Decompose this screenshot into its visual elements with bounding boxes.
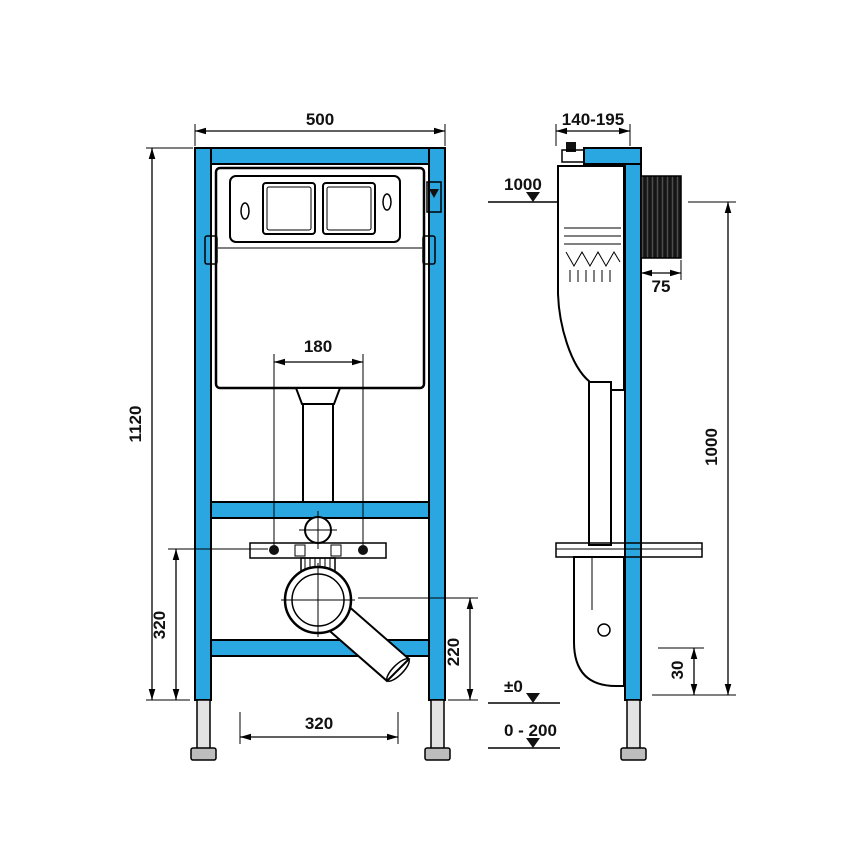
side-view: 140-195 1000 75 1000 30 (488, 110, 736, 761)
support-arm (555, 542, 703, 558)
dim-flush-pipe-spacing-label: 180 (304, 337, 332, 356)
dim-button-height: 1000 (488, 175, 558, 203)
adjustment-range-label: 0 - 200 (504, 721, 557, 740)
flush-pipe-collar (294, 387, 342, 405)
drain-elbow (573, 556, 625, 687)
adjustment-triangle-icon (526, 738, 540, 748)
dim-lower-section-height-label: 320 (150, 611, 169, 639)
right-foot (424, 747, 451, 761)
dim-depth-range: 140-195 (555, 110, 631, 146)
level-triangle-icon (526, 192, 540, 202)
dim-fixing-width-label: 320 (305, 714, 333, 733)
dim-overall-height-label: 1120 (126, 406, 145, 443)
side-clip-left (204, 235, 218, 265)
flush-pipe-side (588, 381, 612, 546)
floor-level-marker: ±0 (488, 677, 560, 704)
cistern-side-profile (557, 165, 625, 391)
side-leg (626, 699, 641, 751)
rail-tag (426, 181, 442, 213)
side-rail (624, 147, 642, 701)
side-clip-right (422, 235, 436, 265)
fixing-bolt-right (358, 545, 368, 555)
floor-level-label: ±0 (504, 677, 523, 696)
dim-frame-height-label: 1000 (702, 428, 721, 466)
dim-flush-pipe-spacing: 180 (273, 337, 364, 545)
drain-elbow-bolt (597, 623, 611, 637)
left-foot (190, 747, 217, 761)
panel-slot-right (382, 193, 392, 211)
fixing-bolt-left (269, 545, 279, 555)
frame-top-bar (194, 147, 446, 165)
dim-overall-height: 1120 (126, 147, 193, 701)
flush-button-left-inner (266, 186, 312, 231)
dim-outlet-offset: 30 (658, 647, 704, 695)
dim-outlet-offset-label: 30 (668, 661, 687, 680)
dim-button-height-label: 1000 (504, 175, 542, 194)
dim-overall-width-label: 500 (306, 110, 334, 129)
left-leg (196, 699, 211, 751)
panel-slot-left (240, 202, 250, 220)
dim-fixing-width: 320 (239, 712, 399, 744)
dim-depth-range-label: 140-195 (562, 110, 624, 129)
dim-bracket-depth: 75 (640, 260, 682, 296)
adjustment-range-marker: 0 - 200 (488, 721, 560, 749)
side-foot (620, 747, 647, 761)
side-top-bar (583, 147, 642, 165)
flush-button-left (262, 182, 316, 235)
dim-outlet-center-height-label: 220 (444, 638, 463, 666)
dim-outlet-center-height: 220 (358, 597, 478, 701)
fill-valve (561, 149, 585, 163)
outlet-pipe-opening (386, 658, 410, 682)
plate-slot-right (330, 544, 342, 557)
front-view: 500 1120 320 220 180 (126, 110, 478, 761)
cistern-mechanism-detail (564, 227, 621, 282)
frame-upper-crossbar (210, 501, 430, 519)
fill-valve-cap (566, 142, 576, 152)
right-leg (430, 699, 445, 751)
dim-bracket-depth-label: 75 (652, 277, 671, 296)
frame-right-rail (428, 147, 446, 701)
dim-overall-width: 500 (194, 110, 446, 146)
dim-lower-section-height: 320 (150, 548, 268, 700)
frame-left-rail (194, 147, 212, 701)
wall-bracket-block (640, 175, 682, 259)
flush-pipe (302, 403, 334, 503)
rail-tag-triangle-icon (429, 189, 439, 198)
dim-frame-height: 1000 (652, 201, 736, 696)
plate-slot-left (294, 544, 306, 557)
floor-triangle-icon (526, 693, 540, 703)
flush-button-right-inner (326, 186, 372, 231)
flush-button-right (322, 182, 376, 235)
